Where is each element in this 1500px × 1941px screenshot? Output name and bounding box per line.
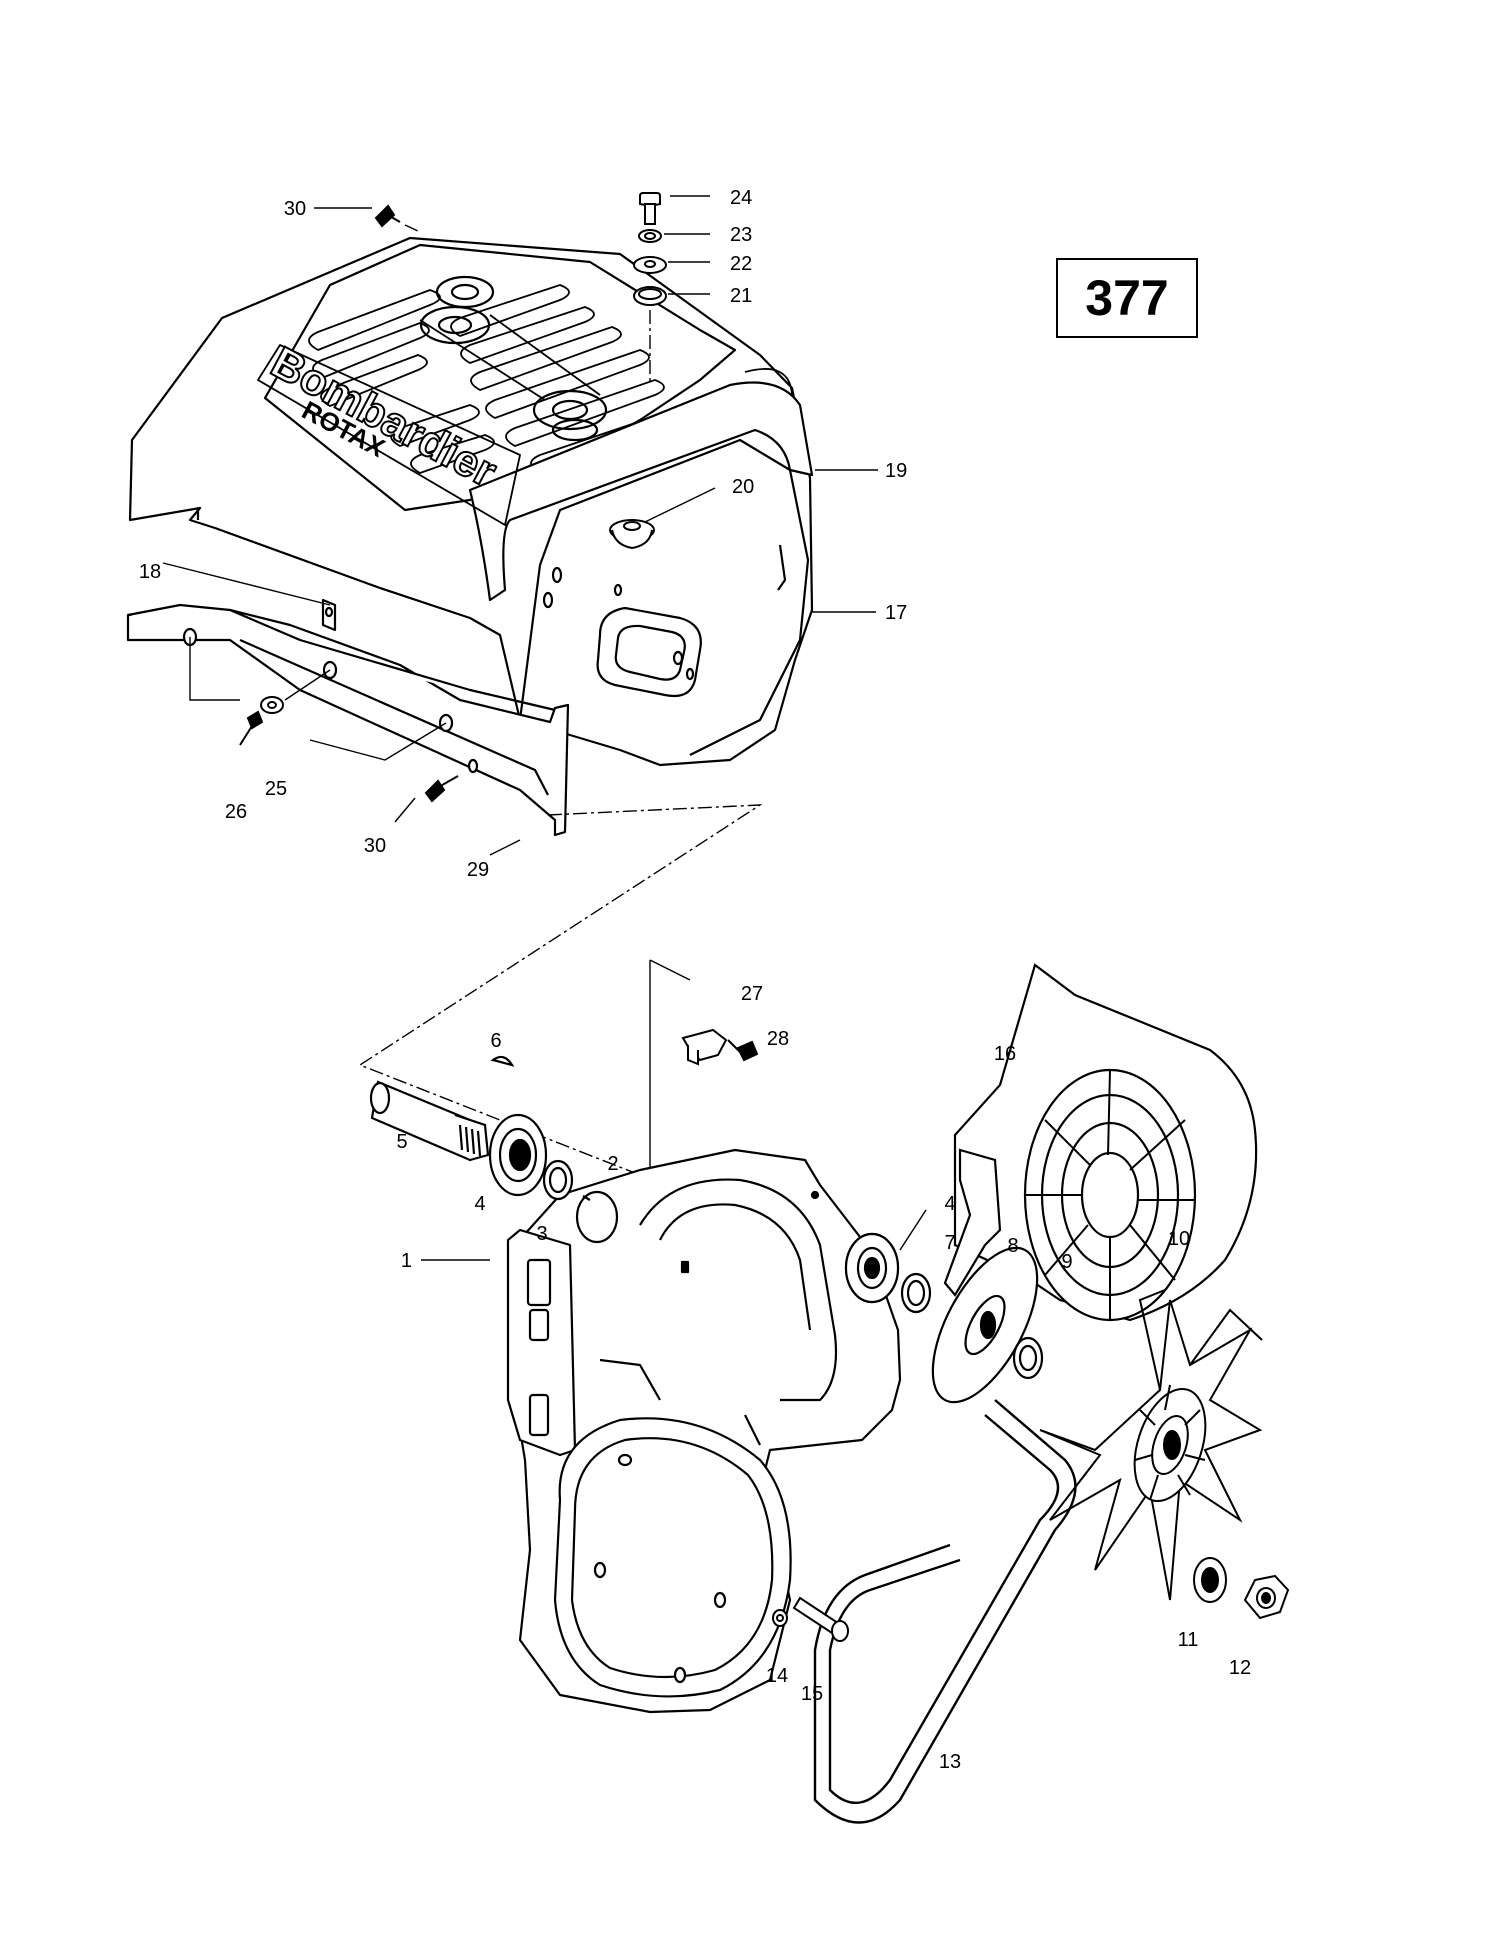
spacer-9 xyxy=(1012,1336,1044,1380)
callout-14: 14 xyxy=(766,1665,788,1687)
circlip-part xyxy=(575,1190,619,1244)
screw-28 xyxy=(727,1039,759,1062)
callout-27: 27 xyxy=(741,983,763,1005)
washer-11 xyxy=(1193,1557,1227,1603)
cowl-side-panel xyxy=(518,438,810,756)
screw-26 xyxy=(239,710,264,746)
logo-panel xyxy=(257,344,521,526)
callout-12: 12 xyxy=(1229,1657,1251,1679)
fan-housing xyxy=(506,1148,902,1714)
callout-16: 16 xyxy=(994,1043,1016,1065)
callout-25: 25 xyxy=(265,778,287,800)
callout-22: 22 xyxy=(730,253,752,275)
callout-21: 21 xyxy=(730,285,752,307)
callout-17: 17 xyxy=(885,602,907,624)
callout-labels: 1 2 3 4 4 5 6 7 8 9 10 11 12 13 14 15 16… xyxy=(139,187,1251,1773)
cowl-exhaust-flange xyxy=(596,606,702,698)
screw-30-top xyxy=(374,204,401,228)
reference-lines xyxy=(358,224,763,1176)
cable-clip xyxy=(681,1028,728,1066)
callout-2: 2 xyxy=(607,1153,618,1175)
fan-cover xyxy=(943,963,1258,1322)
callout-29: 29 xyxy=(467,859,489,881)
ball-bearing-part xyxy=(488,1113,548,1197)
drive-pulley xyxy=(931,1246,1039,1404)
engine-cowl-assembly xyxy=(128,236,814,767)
bolt-15 xyxy=(792,1596,849,1642)
bolt-24 xyxy=(639,192,661,225)
callout-4a: 4 xyxy=(474,1193,485,1215)
housing-hardware xyxy=(772,1596,849,1642)
fan-cover-tab xyxy=(943,1148,1002,1297)
callout-26: 26 xyxy=(225,801,247,823)
fan-hardware xyxy=(1193,1557,1290,1620)
callout-1: 1 xyxy=(401,1250,412,1272)
cowl-top-plate xyxy=(263,243,737,512)
ball-bearing-2 xyxy=(844,1232,900,1304)
diagram-plate-number: 377 xyxy=(1056,258,1198,338)
callout-5: 5 xyxy=(396,1131,407,1153)
callout-11: 11 xyxy=(1178,1629,1199,1651)
fan-housing-flange xyxy=(506,1228,577,1457)
callout-13: 13 xyxy=(939,1751,961,1773)
callout-3: 3 xyxy=(536,1223,547,1245)
washer-7 xyxy=(900,1272,932,1314)
plate-number-text: 377 xyxy=(1085,270,1169,326)
cooling-fan xyxy=(1039,1289,1263,1601)
callout-18: 18 xyxy=(139,561,161,583)
callout-15: 15 xyxy=(801,1683,823,1705)
heat-deflector xyxy=(468,381,814,602)
callout-9: 9 xyxy=(1061,1251,1072,1273)
callout-8: 8 xyxy=(1007,1235,1018,1257)
screw-30-lower xyxy=(424,775,459,803)
cable-clip-assembly xyxy=(681,1028,759,1066)
callout-4b: 4 xyxy=(944,1193,955,1215)
cowl-boss-front xyxy=(532,389,608,431)
callout-7: 7 xyxy=(944,1232,955,1254)
callout-20: 20 xyxy=(732,476,754,498)
stack-hardware xyxy=(633,192,667,306)
woodruff-key xyxy=(490,1055,515,1067)
callout-30a: 30 xyxy=(284,198,306,220)
grommet-part xyxy=(609,519,655,550)
shaft-assembly xyxy=(369,1055,619,1244)
washer-22 xyxy=(633,256,667,274)
callout-24: 24 xyxy=(730,187,752,209)
drive-belt xyxy=(813,1399,1077,1824)
pulley-stack xyxy=(844,1232,1044,1404)
callout-19: 19 xyxy=(885,460,907,482)
cowl-shroud-outline xyxy=(128,236,814,767)
fasteners-upper xyxy=(239,204,459,803)
lock-washer-23 xyxy=(638,229,662,243)
callout-30b: 30 xyxy=(364,835,386,857)
spacer-part xyxy=(542,1159,574,1201)
callout-10: 10 xyxy=(1168,1228,1190,1250)
callout-23: 23 xyxy=(730,224,752,246)
callout-28: 28 xyxy=(767,1028,789,1050)
callout-6: 6 xyxy=(490,1030,501,1052)
callout-leaders xyxy=(162,195,927,1261)
washer-21 xyxy=(633,286,667,306)
washer-14 xyxy=(772,1609,788,1627)
hex-nut-12 xyxy=(1243,1574,1290,1620)
washer-25 xyxy=(260,696,284,714)
shaft-part xyxy=(369,1080,490,1162)
